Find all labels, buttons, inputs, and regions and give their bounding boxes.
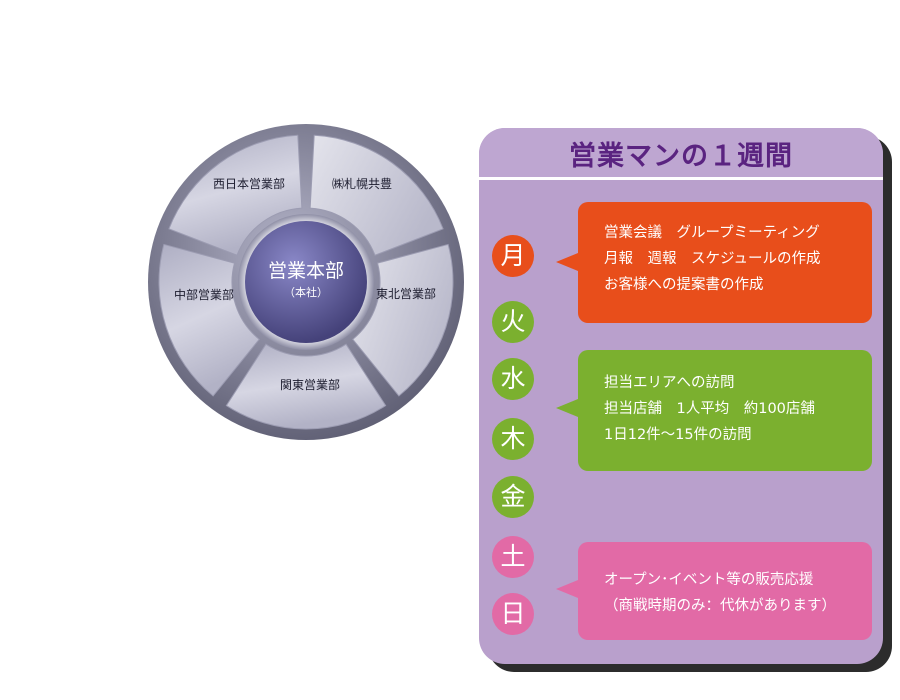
weekend-bubble: オープン･イベント等の販売応援 （商戦時期のみ：代休があります） bbox=[556, 542, 872, 640]
segment-label-tohoku: 東北営業部 bbox=[376, 286, 436, 301]
wheel-segment-sapporo bbox=[309, 134, 444, 256]
monday-line: お客様への提案書の作成 bbox=[604, 277, 764, 293]
day-friday: 金 bbox=[492, 476, 534, 518]
segment-label-nishinihon: 西日本営業部 bbox=[213, 176, 285, 191]
day-thursday: 木 bbox=[492, 418, 534, 460]
week-panel-title: 営業マンの１週間 bbox=[569, 141, 793, 172]
day-saturday: 土 bbox=[492, 536, 534, 578]
monday-bubble: 営業会議 グループミーティング 月報 週報 スケジュールの作成 お客様への提案書… bbox=[556, 202, 872, 323]
day-sunday: 日 bbox=[492, 593, 534, 635]
midweek-line: 1日12件～15件の訪問 bbox=[604, 427, 752, 443]
segment-label-kanto: 関東営業部 bbox=[280, 377, 340, 392]
midweek-line: 担当エリアへの訪問 bbox=[604, 375, 735, 391]
midweek-bubble: 担当エリアへの訪問 担当店舗 1人平均 約100店舗 1日12件～15件の訪問 bbox=[556, 350, 872, 471]
weekend-line: オープン･イベント等の販売応援 bbox=[604, 572, 814, 588]
weekend-line: （商戦時期のみ：代休があります） bbox=[604, 598, 836, 614]
segment-label-sapporo: ㈱札幌共豊 bbox=[332, 176, 392, 191]
hub-subtitle: （本社） bbox=[284, 285, 328, 299]
wheel-segment-tohoku bbox=[352, 243, 454, 397]
monday-line: 月報 週報 スケジュールの作成 bbox=[604, 251, 821, 267]
day-tuesday: 火 bbox=[492, 301, 534, 343]
week-panel-header: 営業マンの１週間 bbox=[479, 128, 883, 177]
day-wednesday: 水 bbox=[492, 358, 534, 400]
midweek-line: 担当店舗 1人平均 約100店舗 bbox=[604, 401, 815, 417]
hub-title: 営業本部 bbox=[268, 260, 344, 282]
wheel-segment-kanto bbox=[225, 343, 387, 430]
header-divider bbox=[479, 177, 883, 180]
week-panel: 営業マンの１週間 月 火 水 木 金 土 日 営業会議 グループミーティング 月… bbox=[479, 128, 883, 664]
monday-line: 営業会議 グループミーティング bbox=[604, 225, 820, 241]
wheel-segment-chubu bbox=[158, 243, 260, 397]
wheel-segment-nishinihon bbox=[168, 134, 303, 256]
segment-label-chubu: 中部営業部 bbox=[174, 287, 234, 302]
hub-disc bbox=[245, 221, 367, 343]
day-monday: 月 bbox=[492, 235, 534, 277]
